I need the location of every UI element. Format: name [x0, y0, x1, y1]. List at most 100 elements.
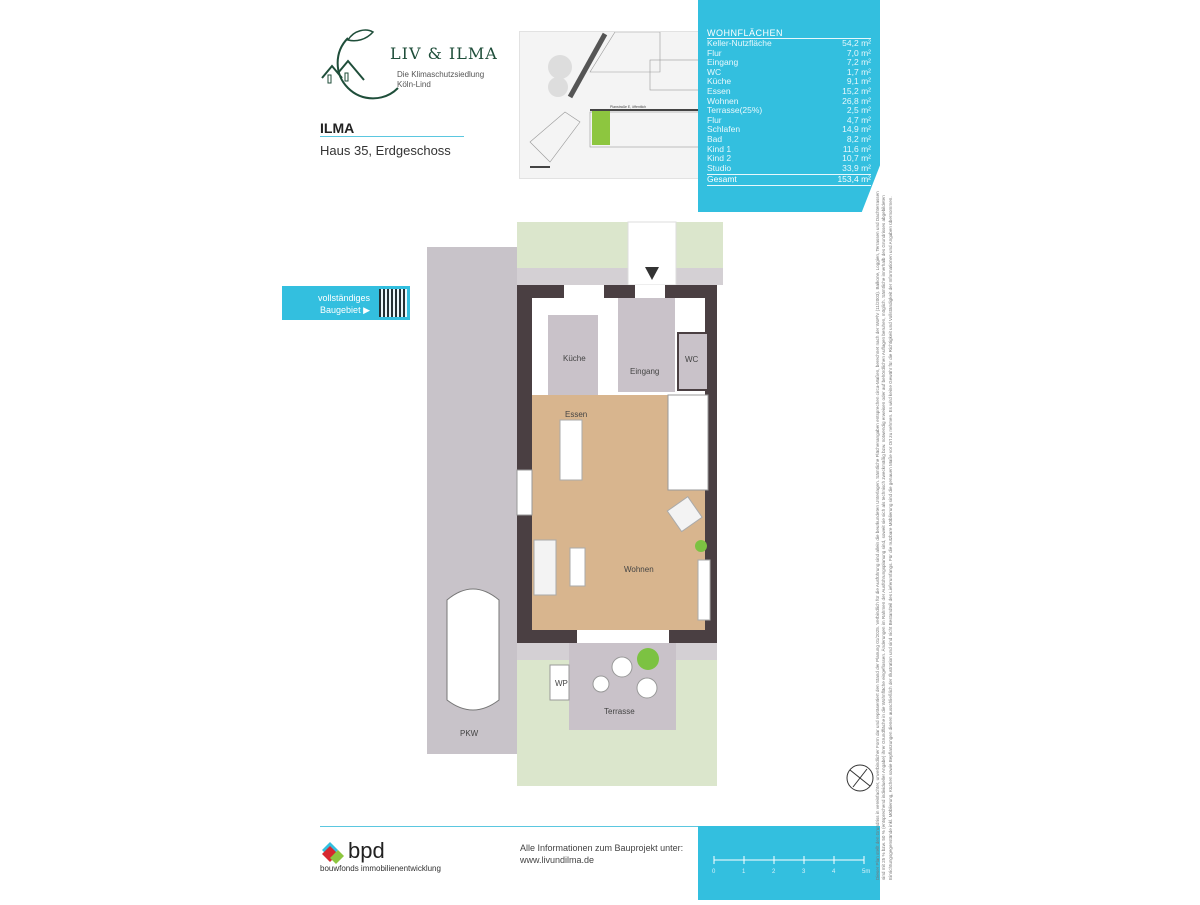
staircase — [667, 394, 709, 491]
area-row: Keller-Nutzfläche 54,2 m² — [707, 38, 871, 49]
wc-room — [677, 332, 709, 391]
footer-divider — [320, 826, 698, 827]
kitchen-island — [548, 315, 598, 395]
title-divider — [320, 136, 464, 137]
area-total-value: 153,4 m² — [837, 174, 871, 185]
brand-subtitle: Die Klimaschutzsiedlung Köln-Lind — [397, 70, 484, 90]
room-label-kueche: Küche — [563, 354, 586, 363]
area-room: Kind 2 — [707, 153, 732, 164]
area-room: Wohnen — [707, 95, 739, 106]
info-text: Alle Informationen zum Bauprojekt unter: — [520, 843, 684, 853]
plant-icon — [695, 540, 707, 552]
armchair — [666, 496, 703, 533]
front-garden — [517, 222, 723, 268]
area-room: Flur — [707, 114, 722, 125]
scale-tick-label: 3 — [802, 869, 806, 875]
scale-tick-label: 0 — [712, 869, 716, 875]
area-table-title: WOHNFLÄCHEN — [707, 28, 784, 38]
project-info: Alle Informationen zum Bauprojekt unter:… — [520, 842, 683, 866]
room-label-terrasse: Terrasse — [604, 707, 635, 716]
area-value: 33,9 m² — [842, 162, 871, 173]
site-plan-thumbnail: Planstraße E, öffentlich — [519, 31, 701, 179]
area-value: 4,7 m² — [846, 114, 871, 125]
area-total-row: Gesamt 153,4 m² — [707, 174, 871, 186]
area-room: Schlafen — [707, 124, 741, 135]
qr-link-line: Baugebiet ▶ — [320, 305, 370, 315]
area-value: 7,0 m² — [846, 47, 871, 58]
sofa — [533, 539, 557, 596]
brand-subtitle-line: Die Klimaschutzsiedlung — [397, 70, 485, 79]
scale-tick-label: 4 — [832, 869, 836, 875]
area-value: 11,6 m² — [842, 143, 871, 154]
plant-icon — [637, 648, 659, 670]
scale-tick-label: 5m — [862, 869, 870, 875]
full-building-area-qr-link[interactable]: vollständiges Baugebiet ▶ — [282, 286, 410, 320]
area-value: 15,2 m² — [842, 85, 871, 96]
area-row: Eingang 7,2 m² — [707, 58, 871, 68]
area-value: 10,7 m² — [842, 153, 871, 164]
area-row: Essen 15,2 m² — [707, 85, 871, 97]
coffee-table — [569, 547, 586, 587]
qr-link-line: vollständiges — [317, 293, 370, 303]
area-value: 26,8 m² — [842, 95, 871, 106]
area-room: Bad — [707, 133, 723, 144]
scale-tick-label: 2 — [772, 869, 776, 875]
qr-code[interactable] — [379, 289, 407, 317]
room-label-wohnen: Wohnen — [624, 565, 654, 574]
area-row: Kind 2 10,7 m² — [707, 154, 871, 164]
dining-table — [559, 419, 583, 481]
area-row: Küche 9,1 m² — [707, 77, 871, 87]
bpd-subtitle: bouwfonds immobilienentwicklung — [320, 864, 441, 873]
area-room: Küche — [707, 76, 732, 87]
area-value: 7,2 m² — [846, 57, 871, 68]
area-value: 2,5 m² — [846, 105, 871, 116]
brand-name: LIV & ILMA — [390, 44, 498, 63]
entrance-arrow-icon — [645, 267, 659, 280]
area-row: Flur 4,7 m² — [707, 114, 871, 126]
side-table — [592, 675, 610, 693]
area-room: Kind 1 — [707, 143, 732, 154]
area-value: 54,2 m² — [842, 38, 871, 48]
site-street-label: Planstraße E, öffentlich — [610, 105, 646, 109]
area-room: Keller-Nutzfläche — [707, 38, 772, 48]
area-room: Studio — [707, 162, 732, 173]
liv-ilma-logo — [321, 29, 399, 100]
bpd-logo-icon — [322, 842, 344, 864]
project-url-link[interactable]: www.livundilma.de — [520, 855, 595, 865]
lounge-chair — [636, 677, 658, 699]
area-value: 1,7 m² — [846, 66, 871, 77]
disclaimer-line: Einrichtungsgegenstände inkl. Möblierung… — [887, 196, 893, 880]
area-room: Essen — [707, 85, 731, 96]
legal-disclaimer: Dieser Plan stellt den Grundriss in vere… — [875, 20, 905, 880]
area-room: Eingang — [707, 57, 739, 68]
house-subtitle: Haus 35, Erdgeschoss — [320, 143, 451, 158]
area-row: Kind 1 11,6 m² — [707, 143, 871, 155]
area-row: Schlafen 14,9 m² — [707, 125, 871, 135]
area-total-label: Gesamt — [707, 174, 737, 185]
sideboard — [697, 559, 711, 621]
area-row: Wohnen 26,8 m² — [707, 95, 871, 107]
area-row: Terrasse(25%) 2,5 m² — [707, 106, 871, 116]
room-label-eingang: Eingang — [630, 367, 659, 376]
scale-tick-label: 1 — [742, 869, 746, 875]
project-title: ILMA — [320, 120, 355, 136]
car-icon — [446, 588, 500, 711]
bpd-wordmark: bpd — [348, 838, 385, 863]
north-arrow-icon — [846, 764, 874, 792]
area-room: Terrasse(25%) — [707, 105, 763, 116]
room-label-wp: WP — [555, 679, 568, 688]
area-row: Studio 33,9 m² — [707, 162, 871, 174]
scale-bar: 0 1 2 3 4 5m — [698, 826, 880, 900]
area-value: 9,1 m² — [846, 76, 871, 87]
room-label-pkw: PKW — [460, 729, 479, 738]
area-value: 14,9 m² — [842, 124, 871, 135]
terrace — [569, 643, 676, 730]
gravel-strip — [517, 268, 723, 285]
room-label-essen: Essen — [565, 410, 587, 419]
lounge-chair — [611, 656, 633, 678]
